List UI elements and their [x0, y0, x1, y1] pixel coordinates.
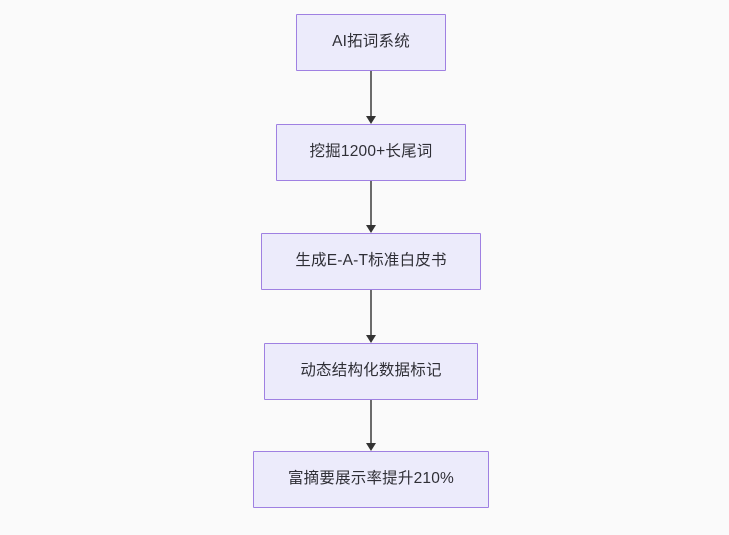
edge-line: [370, 71, 372, 116]
flow-node-label: 富摘要展示率提升210%: [287, 470, 455, 488]
flow-node-ai-keyword-system[interactable]: AI拓词系统: [296, 14, 446, 71]
flow-node-rich-snippet-impression-uplift[interactable]: 富摘要展示率提升210%: [253, 451, 489, 508]
down-arrow-icon: [365, 225, 376, 233]
down-arrow-icon: [365, 335, 376, 343]
flow-node-label: 生成E-A-T标准白皮书: [295, 252, 447, 270]
flow-node-mine-longtail-keywords[interactable]: 挖掘1200+长尾词: [276, 124, 466, 181]
edge-line: [370, 290, 372, 335]
flow-node-label: AI拓词系统: [332, 33, 410, 51]
edge-line: [370, 181, 372, 225]
flow-node-generate-eat-whitepaper[interactable]: 生成E-A-T标准白皮书: [261, 233, 481, 290]
down-arrow-icon: [365, 116, 376, 124]
edge-line: [370, 400, 372, 443]
flow-node-dynamic-structured-data-markup[interactable]: 动态结构化数据标记: [264, 343, 478, 400]
flow-node-label: 挖掘1200+长尾词: [309, 143, 433, 161]
down-arrow-icon: [365, 443, 376, 451]
flow-node-label: 动态结构化数据标记: [300, 362, 442, 380]
